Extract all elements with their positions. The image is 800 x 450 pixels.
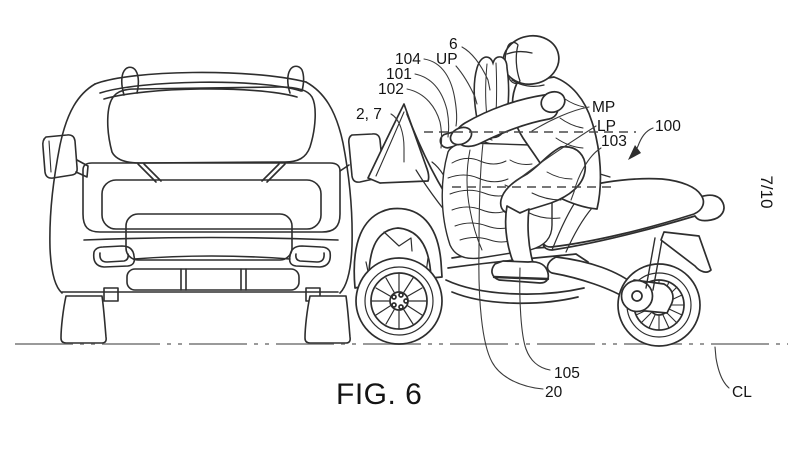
car-mirror-left-arm [75, 159, 89, 178]
car-reflector-right-inner [295, 252, 325, 263]
scooter-fender-crease [383, 231, 413, 252]
label-105: 105 [554, 365, 580, 382]
leader-20 [478, 142, 544, 390]
rider-jacket-wrinkle [555, 98, 585, 149]
scooter-belly-panel [445, 279, 585, 305]
hub-bolt [398, 292, 404, 298]
hub-bolt [391, 294, 397, 300]
car-roof-line [94, 71, 307, 85]
figure-caption: FIG. 6 [336, 378, 422, 411]
label-lp: LP [597, 118, 616, 135]
label-up: UP [436, 51, 458, 68]
scooter-front-tire-inner [364, 266, 434, 336]
car-valance-line [133, 255, 291, 260]
scooter-swingarm [546, 256, 637, 301]
car-bumper-crease [83, 236, 339, 241]
label-2-7: 2, 7 [356, 106, 382, 123]
scooter-front-rim [370, 272, 428, 330]
scooter-muffler-endcap-inner [631, 290, 643, 302]
leader-lp [514, 125, 597, 183]
wrinkle-line [451, 206, 511, 214]
car-mirror-right-arm [339, 164, 350, 172]
car-wheel-left [60, 295, 107, 344]
car-roof-rail-right [286, 65, 305, 94]
leader-105 [519, 267, 551, 371]
scooter-front-spokes [371, 273, 427, 329]
scooter-muffler-endcap [620, 279, 654, 313]
car-taillight-right [261, 163, 286, 183]
label-104: 104 [395, 51, 421, 68]
label-20: 20 [545, 384, 563, 401]
car-body-right-side [305, 81, 353, 294]
car-body-left-side [49, 83, 96, 294]
helmet-chin-line [511, 79, 545, 87]
label-100: 100 [655, 118, 681, 135]
car-rear-window [106, 86, 316, 164]
car-taillight-left [137, 163, 162, 183]
car-reflector-right [288, 245, 332, 268]
rider-pants-wrinkle [526, 171, 573, 219]
scooter-front-fender [353, 207, 443, 289]
leader-104 [423, 58, 458, 127]
scooter-shock-absorber [645, 237, 663, 291]
scooter-tail-fin [660, 231, 712, 273]
car-wheel-right [304, 295, 351, 344]
label-cl: CL [732, 384, 752, 401]
car-mirror-left [42, 134, 78, 179]
car-bumper-step-left [103, 287, 119, 302]
wrinkle-line [447, 174, 509, 183]
wrinkle-line [459, 237, 513, 243]
car-roof-rail-left [120, 66, 140, 96]
car-reflector-left [92, 245, 136, 268]
leader-101 [414, 73, 450, 138]
label-101: 101 [386, 66, 412, 83]
leader-103 [570, 147, 602, 201]
leader-6 [461, 46, 491, 91]
leader-100-arrowhead [628, 145, 641, 160]
leader-102 [406, 88, 443, 149]
leader-up [455, 65, 478, 105]
label-6: 6 [449, 36, 458, 53]
car-tailgate-panel [82, 162, 341, 233]
leader-cl [714, 346, 730, 389]
leader-mp [531, 106, 590, 132]
label-mp: MP [592, 99, 615, 116]
rider-boot-sole [492, 275, 550, 281]
car-license-recess [125, 213, 293, 261]
wrinkle-line [451, 157, 507, 165]
scooter [353, 103, 725, 347]
scooter-windscreen-inner [375, 111, 405, 177]
wrinkle-line [466, 149, 483, 251]
label-102: 102 [378, 81, 404, 98]
leader-2-7 [390, 113, 405, 163]
car-reflector-left-inner [99, 252, 129, 263]
hub-bolt [391, 302, 397, 308]
rider-shoulder-pad [540, 90, 566, 114]
car-tailgate-inner-panel [101, 179, 322, 230]
sheet-number: 7/10 [757, 175, 776, 208]
hub-bolt [398, 304, 404, 310]
rider-helmet [502, 34, 560, 87]
helmet-visor-line [506, 50, 533, 55]
rider-shin [504, 205, 534, 269]
leader-lines [390, 46, 730, 390]
car-diffuser [126, 268, 300, 291]
car-spoiler-line [103, 88, 298, 100]
label-103: 103 [601, 133, 627, 150]
car-mirror-left-inner [48, 140, 52, 173]
reference-labels: 104 101 102 UP 6 2, 7 MP LP 103 100 105 … [356, 36, 752, 401]
hub-bolt [403, 298, 409, 304]
reference-planes [424, 131, 636, 188]
car-diffuser-divider [180, 268, 247, 291]
car [42, 65, 384, 344]
